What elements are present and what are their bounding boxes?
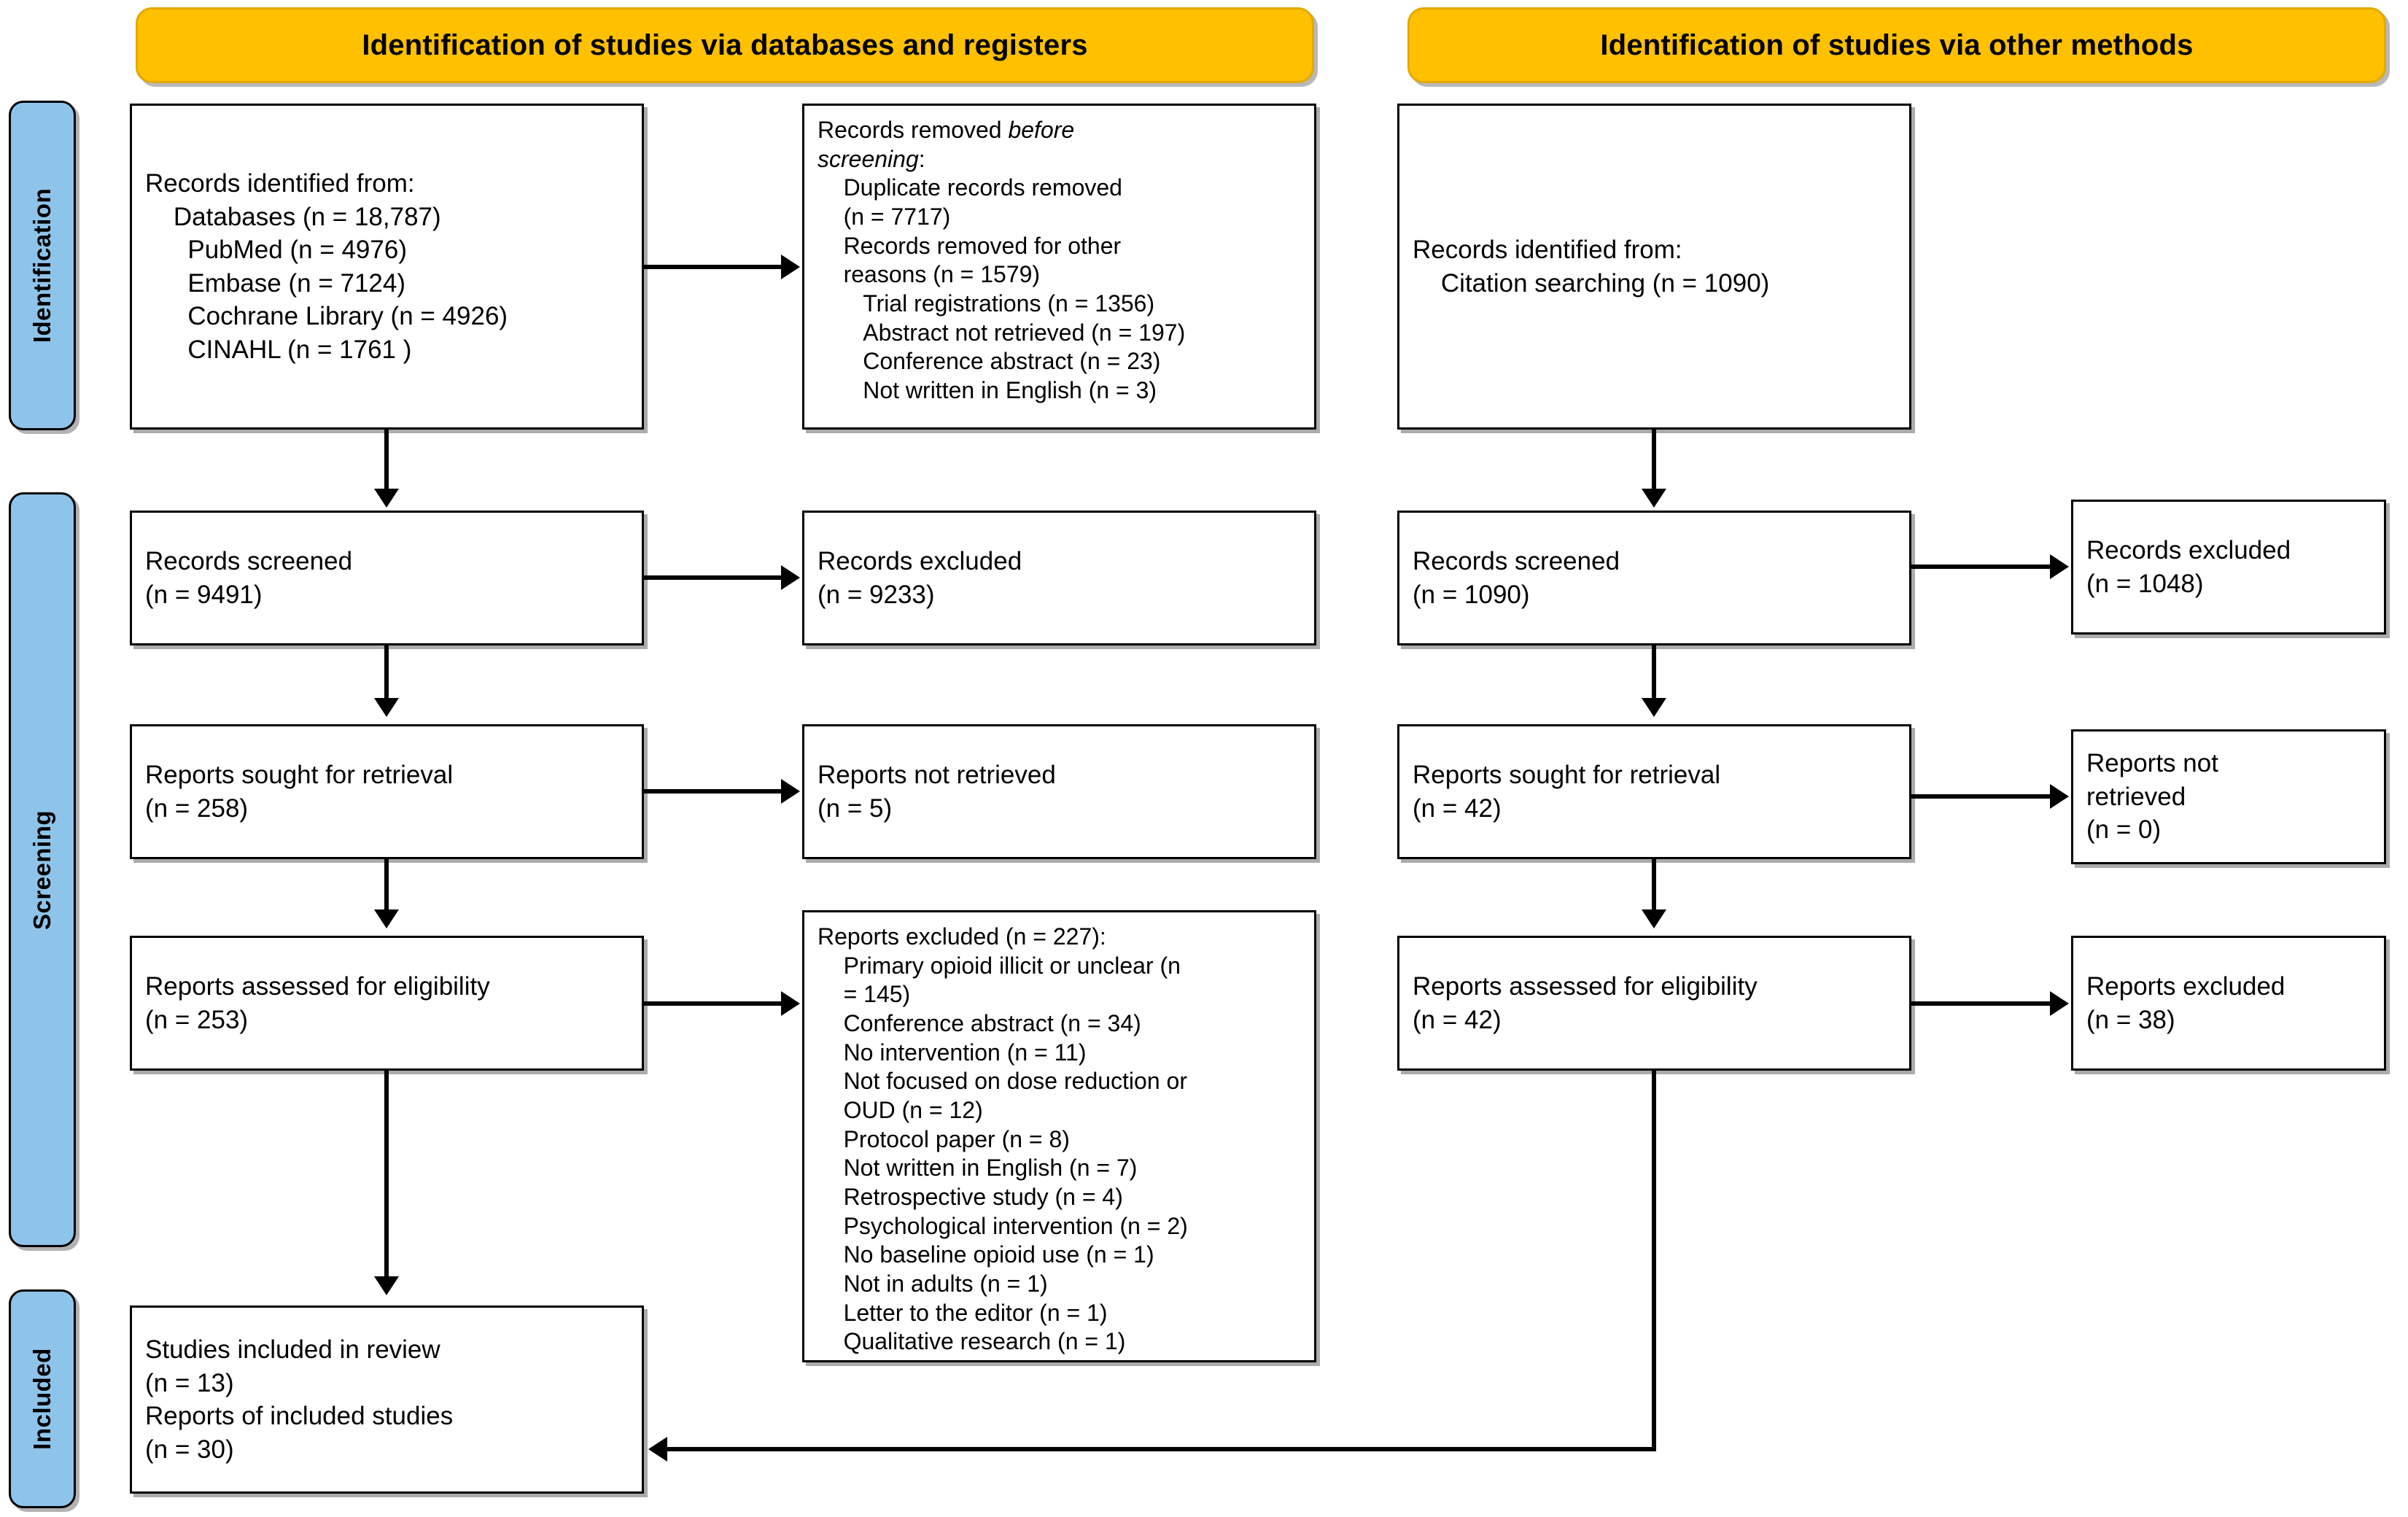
box-reports-sought-right: Reports sought for retrieval (n = 42) bbox=[1397, 724, 1911, 859]
box-studies-included: Studies included in review (n = 13) Repo… bbox=[130, 1305, 644, 1494]
connector-left-sought-to-assessed bbox=[384, 859, 389, 912]
box-records-identified-citation-text: Records identified from: Citation search… bbox=[1413, 236, 1770, 298]
arrowhead-left-sought-to-assessed bbox=[374, 909, 399, 928]
box-records-screened-right: Records screened (n = 1090) bbox=[1397, 511, 1911, 645]
phase-tab-screening: Screening bbox=[9, 492, 76, 1247]
arrowhead-left-identified-to-screened bbox=[374, 489, 399, 508]
records-removed-italic-before: before bbox=[1008, 117, 1075, 143]
arrowhead-right-assessed-to-excluded bbox=[2050, 991, 2069, 1016]
connector-left-sought-to-not-retrieved bbox=[644, 789, 784, 794]
box-reports-not-retrieved-right-text: Reports not retrieved (n = 0) bbox=[2086, 749, 2218, 845]
box-reports-sought-left: Reports sought for retrieval (n = 258) bbox=[130, 724, 644, 859]
records-removed-italic-screening: screening bbox=[817, 145, 919, 172]
box-records-excluded-right-text: Records excluded (n = 1048) bbox=[2086, 536, 2291, 598]
arrowhead-left-sought-to-not-retrieved bbox=[781, 779, 800, 804]
box-reports-assessed-left-text: Reports assessed for eligibility (n = 25… bbox=[145, 972, 490, 1034]
connector-right-screened-to-sought bbox=[1652, 645, 1656, 701]
banner-other-methods-label: Identification of studies via other meth… bbox=[1600, 29, 2194, 61]
arrowhead-right-identified-to-screened bbox=[1642, 489, 1666, 508]
arrowhead-left-assessed-to-excluded bbox=[781, 991, 800, 1016]
phase-tab-included-label: Included bbox=[28, 1348, 55, 1450]
arrowhead-right-sought-to-not-retrieved bbox=[2050, 784, 2069, 809]
arrowhead-left-assessed-to-included bbox=[374, 1276, 399, 1295]
arrowhead-left-screened-to-sought bbox=[374, 698, 399, 717]
connector-right-assessed-elbow-vertical bbox=[1652, 1071, 1656, 1451]
phase-tab-screening-label: Screening bbox=[28, 810, 55, 930]
connector-left-assessed-to-included bbox=[384, 1071, 389, 1279]
box-reports-assessed-right-text: Reports assessed for eligibility (n = 42… bbox=[1413, 972, 1758, 1034]
arrowhead-right-screened-to-sought bbox=[1642, 698, 1666, 717]
box-records-excluded-right: Records excluded (n = 1048) bbox=[2071, 500, 2386, 635]
box-reports-assessed-right: Reports assessed for eligibility (n = 42… bbox=[1397, 936, 1911, 1071]
banner-databases-and-registers-label: Identification of studies via databases … bbox=[362, 29, 1088, 61]
box-records-screened-right-text: Records screened (n = 1090) bbox=[1413, 547, 1620, 609]
connector-left-screened-to-excluded bbox=[644, 575, 784, 580]
box-records-identified-databases: Records identified from: Databases (n = … bbox=[130, 104, 644, 430]
box-reports-excluded-right: Reports excluded (n = 38) bbox=[2071, 936, 2386, 1071]
box-reports-not-retrieved-right: Reports not retrieved (n = 0) bbox=[2071, 729, 2386, 864]
box-records-screened-left: Records screened (n = 9491) bbox=[130, 511, 644, 645]
connector-right-assessed-elbow-horizontal bbox=[667, 1447, 1656, 1451]
arrowhead-right-sought-to-assessed bbox=[1642, 909, 1666, 928]
box-studies-included-text: Studies included in review (n = 13) Repo… bbox=[145, 1335, 454, 1464]
arrowhead-left-screened-to-excluded bbox=[781, 565, 800, 590]
connector-left-identified-to-screened bbox=[384, 430, 389, 492]
box-records-screened-left-text: Records screened (n = 9491) bbox=[145, 547, 353, 609]
connector-left-identified-to-removed bbox=[644, 265, 784, 269]
connector-right-sought-to-assessed bbox=[1652, 859, 1656, 912]
box-reports-excluded-right-text: Reports excluded (n = 38) bbox=[2086, 972, 2285, 1034]
box-records-removed-before-screening-text: Records removed before screening: Duplica… bbox=[817, 116, 1301, 406]
box-reports-not-retrieved-left-text: Reports not retrieved (n = 5) bbox=[817, 761, 1056, 823]
arrowhead-left-identified-to-removed bbox=[781, 255, 800, 279]
arrowhead-right-assessed-to-included bbox=[648, 1437, 667, 1462]
connector-right-sought-to-not-retrieved bbox=[1911, 794, 2053, 799]
box-reports-not-retrieved-left: Reports not retrieved (n = 5) bbox=[802, 724, 1316, 859]
connector-left-screened-to-sought bbox=[384, 645, 389, 701]
connector-right-identified-to-screened bbox=[1652, 430, 1656, 492]
box-reports-excluded-detail: Reports excluded (n = 227): Primary opio… bbox=[802, 910, 1316, 1362]
box-records-identified-databases-text: Records identified from: Databases (n = … bbox=[145, 169, 508, 364]
connector-right-screened-to-excluded bbox=[1911, 564, 2053, 569]
box-records-excluded-left-text: Records excluded (n = 9233) bbox=[817, 547, 1022, 609]
box-reports-assessed-left: Reports assessed for eligibility (n = 25… bbox=[130, 936, 644, 1071]
box-records-removed-before-screening: Records removed before screening: Duplica… bbox=[802, 104, 1316, 430]
phase-tab-identification: Identification bbox=[9, 101, 76, 430]
connector-right-assessed-to-excluded bbox=[1911, 1001, 2053, 1006]
box-records-excluded-left: Records excluded (n = 9233) bbox=[802, 511, 1316, 645]
banner-databases-and-registers: Identification of studies via databases … bbox=[136, 7, 1314, 83]
box-reports-excluded-detail-text: Reports excluded (n = 227): Primary opio… bbox=[817, 923, 1188, 1355]
records-removed-body: : Duplicate records removed (n = 7717) R… bbox=[843, 145, 1186, 404]
connector-left-assessed-to-excluded bbox=[644, 1001, 784, 1006]
box-reports-sought-right-text: Reports sought for retrieval (n = 42) bbox=[1413, 761, 1721, 823]
box-records-identified-citation: Records identified from: Citation search… bbox=[1397, 104, 1911, 430]
box-reports-sought-left-text: Reports sought for retrieval (n = 258) bbox=[145, 761, 454, 823]
banner-other-methods: Identification of studies via other meth… bbox=[1407, 7, 2386, 83]
phase-tab-identification-label: Identification bbox=[28, 187, 55, 344]
arrowhead-right-screened-to-excluded bbox=[2050, 554, 2069, 579]
records-removed-head: Records removed bbox=[817, 117, 1009, 143]
phase-tab-included: Included bbox=[9, 1289, 76, 1508]
